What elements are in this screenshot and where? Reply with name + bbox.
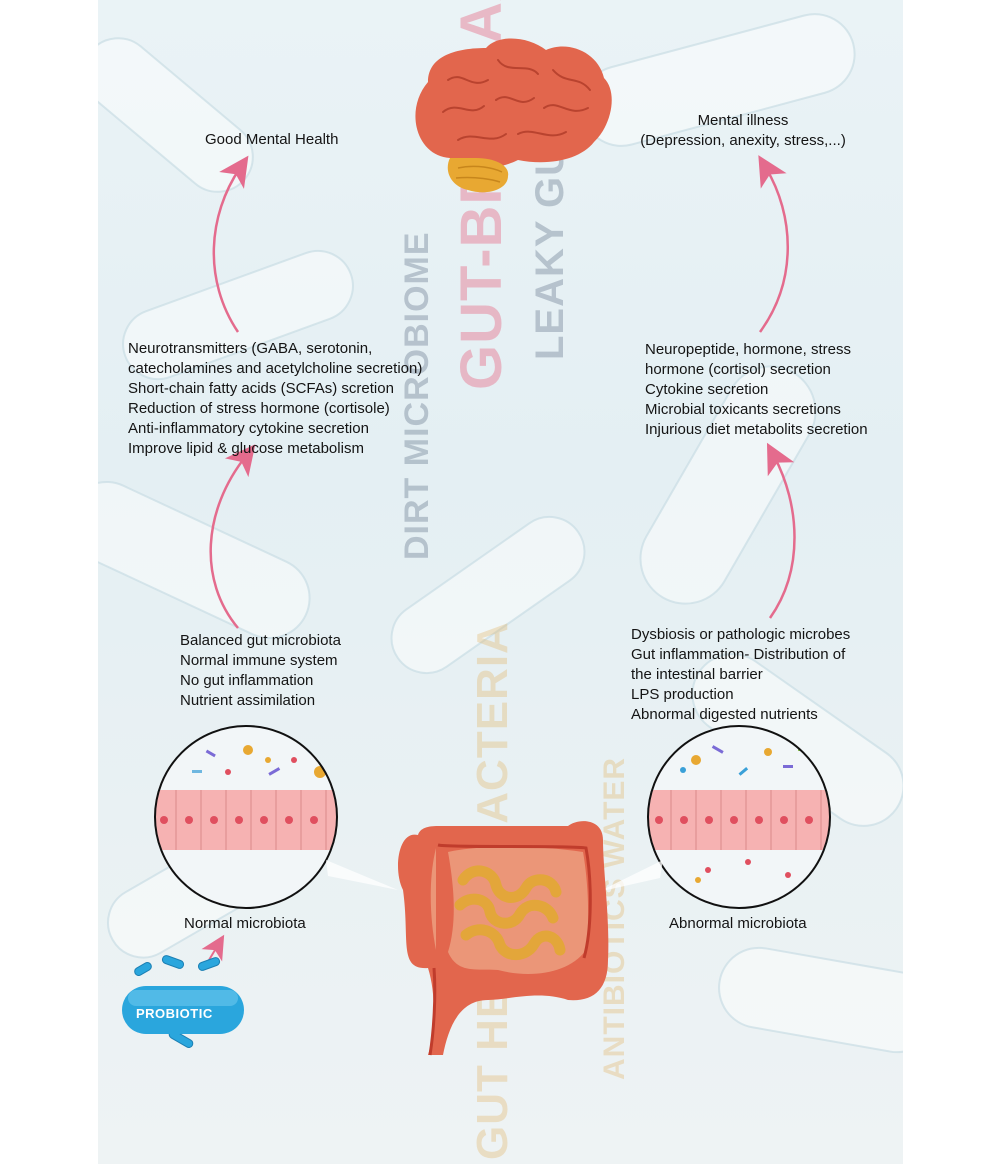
arrow-right-lower xyxy=(766,442,796,619)
gut-state-item: LPS production xyxy=(631,686,734,703)
small-intestine-icon xyxy=(454,865,566,961)
arrow-right-upper xyxy=(758,155,789,333)
effect-item: Cytokine secretion xyxy=(645,381,769,398)
effect-item: Anti-inflammatory cytokine secretion xyxy=(128,420,369,437)
infographic-panel: GUT-BRAIN AXIS DIRT MICROBIOME LEAKY GUT… xyxy=(98,0,903,1164)
zoom-wedge-left xyxy=(326,860,398,890)
arrow-left-upper xyxy=(212,155,249,333)
normal-microbiota-label: Normal microbiota xyxy=(184,915,306,932)
mental-illness-title: Mental illness xyxy=(697,112,789,129)
effect-item: Neuropeptide, hormone, stress xyxy=(645,341,851,358)
effect-item: Short-chain fatty acids (SCFAs) scretion xyxy=(128,380,394,397)
probiotic-icon xyxy=(122,955,244,1048)
gut-state-item: No gut inflammation xyxy=(180,672,314,689)
normal-microbiota-circle xyxy=(154,725,338,909)
gut-state-item: Normal immune system xyxy=(180,652,338,669)
unhealthy-gut-list: Dysbiosis or pathologic microbes Gut inf… xyxy=(631,625,850,725)
intestine-icon xyxy=(398,821,609,1056)
gut-state-item: the intestinal barrier xyxy=(631,666,763,683)
arrow-left-lower xyxy=(209,444,256,629)
negative-effects-list: Neuropeptide, hormone, stress hormone (c… xyxy=(645,340,868,440)
zoom-wedge-right xyxy=(598,860,663,892)
effect-item: Injurious diet metabolits secretion xyxy=(645,421,868,438)
effect-item: Reduction of stress hormone (cortisole) xyxy=(128,400,390,417)
positive-effects-list: Neurotransmitters (GABA, serotonin, cate… xyxy=(128,339,422,459)
probiotic-label: PROBIOTIC xyxy=(136,1006,213,1021)
diagram-art xyxy=(122,38,831,1056)
bacteria-background xyxy=(98,13,903,1054)
effect-item: Microbial toxicants secretions xyxy=(645,401,841,418)
gut-state-item: Nutrient assimilation xyxy=(180,692,316,709)
effect-item: Improve lipid & glucose metabolism xyxy=(128,440,364,457)
mental-illness-label: Mental illness (Depression, anexity, str… xyxy=(628,111,858,151)
brain-icon xyxy=(415,38,612,193)
abnormal-microbiota-circle xyxy=(647,725,831,909)
effect-item: Neurotransmitters (GABA, serotonin, xyxy=(128,340,373,357)
good-mental-health-label: Good Mental Health xyxy=(205,131,339,148)
mental-illness-examples: (Depression, anexity, stress,...) xyxy=(640,132,846,149)
effect-item: hormone (cortisol) secretion xyxy=(645,361,831,378)
gut-state-item: Abnormal digested nutrients xyxy=(631,706,818,723)
gut-state-item: Gut inflammation- Distribution of xyxy=(631,646,846,663)
gut-state-item: Balanced gut microbiota xyxy=(180,632,341,649)
effect-item: catecholamines and acetylcholine secreti… xyxy=(128,360,423,377)
abnormal-microbiota-label: Abnormal microbiota xyxy=(669,915,807,932)
healthy-gut-list: Balanced gut microbiota Normal immune sy… xyxy=(180,631,341,711)
gut-state-item: Dysbiosis or pathologic microbes xyxy=(631,626,851,643)
